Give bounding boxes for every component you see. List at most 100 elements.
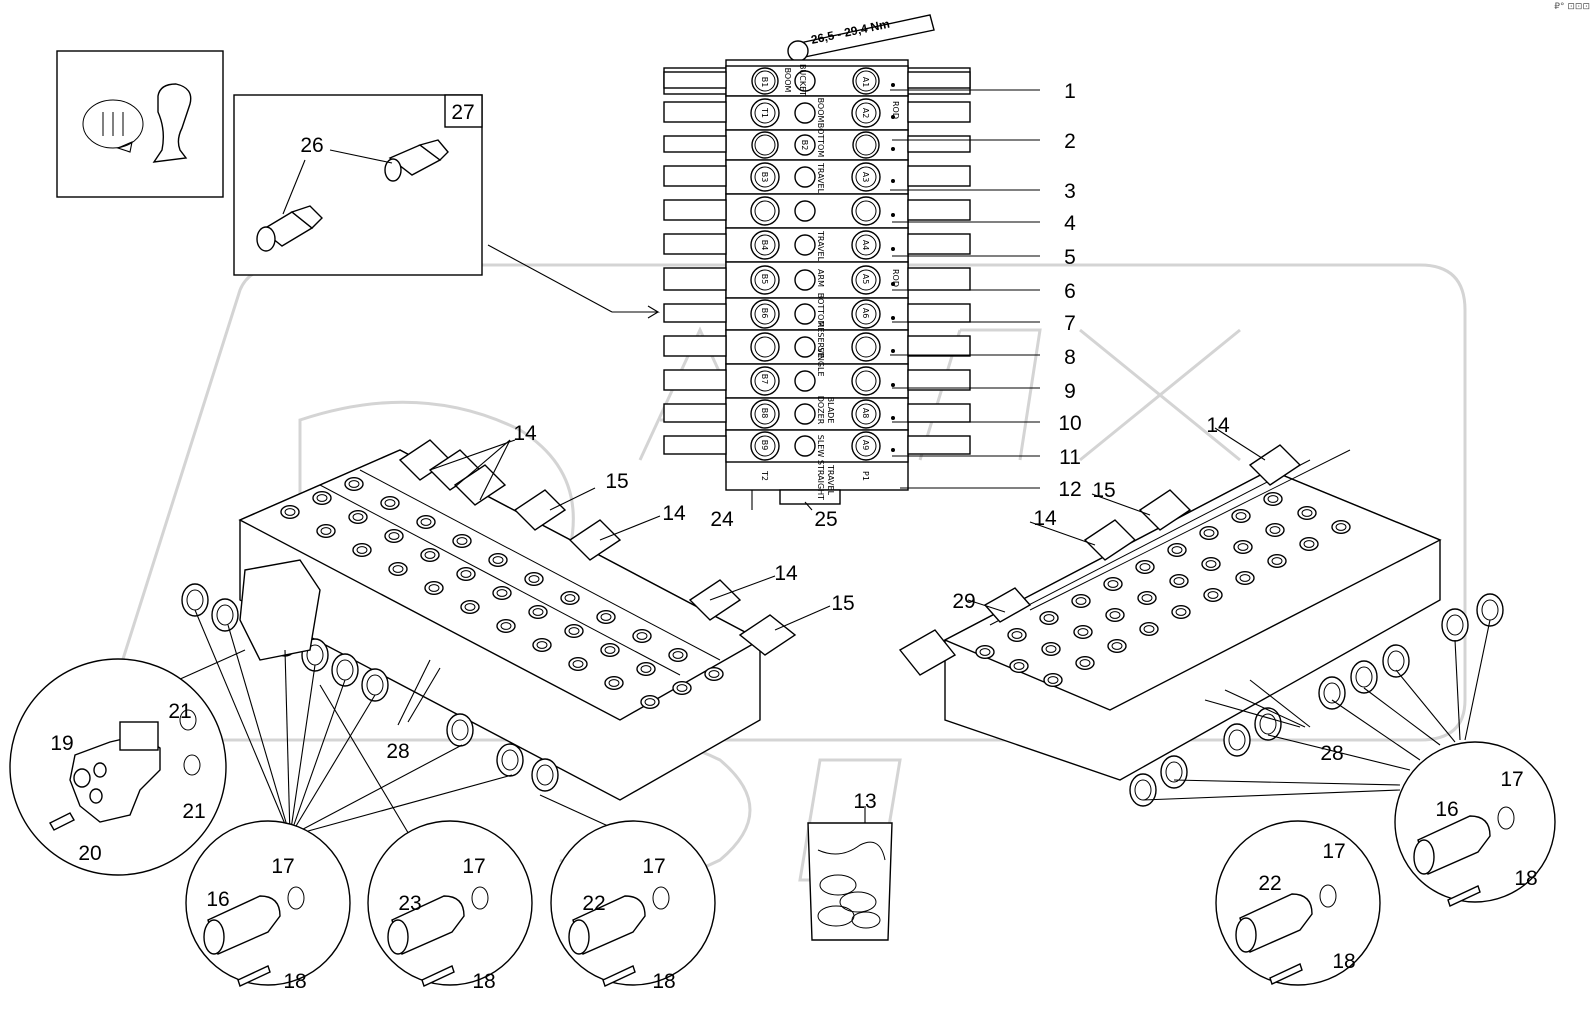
joystick-inset (56, 50, 224, 198)
valve-right-isometric (898, 444, 1504, 807)
callout-c14a: 14 (513, 422, 537, 445)
port-label: T2 (760, 470, 769, 481)
callout-c17c: 17 (642, 855, 665, 878)
port (636, 662, 656, 677)
callout-c28a: 28 (386, 740, 409, 763)
port (1135, 560, 1155, 575)
callout-c14b: 14 (662, 502, 686, 525)
detail-priority-valve (9, 658, 227, 876)
callout-c21b: 21 (182, 800, 205, 823)
callout-c6: 6 (1064, 280, 1076, 303)
port-label: B7 (760, 374, 769, 385)
port (1199, 526, 1219, 541)
port-label: B1 (760, 77, 769, 88)
callout-c22a: 22 (582, 892, 605, 915)
work-port (1160, 755, 1188, 789)
section-label: BOTTOM (816, 293, 825, 328)
callout-c17e: 17 (1500, 768, 1523, 791)
callout-c15a: 15 (605, 470, 628, 493)
port (604, 676, 624, 691)
work-port (1223, 723, 1251, 757)
port (600, 643, 620, 658)
port (420, 548, 440, 563)
section-label: SINGLE (816, 347, 825, 376)
port (1137, 591, 1157, 606)
callout-c18e: 18 (1514, 867, 1537, 890)
callout-c17d: 17 (1322, 840, 1345, 863)
section-label: BOOM (783, 68, 792, 93)
section-label: ROD (891, 101, 900, 119)
port-label: B9 (760, 440, 769, 451)
section-label: BLADE (826, 397, 835, 424)
port (1009, 659, 1029, 674)
callout-c4: 4 (1064, 212, 1076, 235)
work-port (181, 583, 209, 617)
port-label: B5 (760, 274, 769, 285)
seal-kit-bag (807, 822, 893, 941)
section-label: BOTTOM (816, 123, 825, 158)
port (348, 510, 368, 525)
port (280, 505, 300, 520)
callout-c1: 1 (1064, 80, 1076, 103)
callout-c17a: 17 (271, 855, 294, 878)
port (416, 515, 436, 530)
callout-c14c: 14 (774, 562, 798, 585)
port (1331, 520, 1351, 535)
section-label: DOZER (816, 396, 825, 425)
callout-c11: 11 (1059, 446, 1081, 469)
leader-lines (177, 89, 1491, 837)
corner-mark: ₽° ⊡⊡⊡ (1554, 2, 1590, 12)
callout-c24: 24 (710, 508, 734, 531)
port (528, 605, 548, 620)
section-label: RESERVE (816, 322, 825, 358)
plug (1239, 893, 1313, 953)
port (388, 562, 408, 577)
torque-spec: 26,5 - 29,4 Nm (787, 14, 935, 62)
callout-c3: 3 (1064, 180, 1076, 203)
work-port (1350, 660, 1378, 694)
port (640, 695, 660, 710)
port (1039, 611, 1059, 626)
work-port (1382, 644, 1410, 678)
port (1265, 523, 1285, 538)
callout-c9: 9 (1064, 380, 1076, 403)
port (532, 638, 552, 653)
callout-c15c: 15 (1092, 479, 1115, 502)
callout-c12: 12 (1058, 478, 1081, 501)
port (704, 667, 724, 682)
port (1169, 574, 1189, 589)
callout-c5: 5 (1064, 246, 1076, 269)
screw (237, 965, 271, 987)
callout-c19: 19 (50, 732, 73, 755)
callout-c16b: 16 (1435, 798, 1458, 821)
callout-c14d: 14 (1206, 414, 1230, 437)
work-port (1129, 773, 1157, 807)
port (1299, 537, 1319, 552)
work-port (331, 653, 359, 687)
callout-c8: 8 (1064, 346, 1076, 369)
callout-c28b: 28 (1320, 742, 1343, 765)
port (1041, 642, 1061, 657)
port-label: P1 (861, 471, 870, 481)
work-port (1318, 676, 1346, 710)
port (568, 657, 588, 672)
port (1073, 625, 1093, 640)
priority-valve-19-mini (239, 559, 321, 661)
port (524, 572, 544, 587)
callout-c13: 13 (853, 790, 876, 813)
port (1233, 540, 1253, 555)
callout-c22b: 22 (1258, 872, 1281, 895)
callout-c20: 20 (78, 842, 101, 865)
callout-c23: 23 (398, 892, 421, 915)
port-label: A6 (861, 308, 870, 319)
callout-c17b: 17 (462, 855, 485, 878)
port (1071, 594, 1091, 609)
callout-c21a: 21 (168, 700, 191, 723)
port (460, 600, 480, 615)
port (312, 491, 332, 506)
callout-c18c: 18 (652, 970, 675, 993)
callout-c16a: 16 (206, 888, 229, 911)
inset-27: 27 26 (233, 94, 483, 276)
